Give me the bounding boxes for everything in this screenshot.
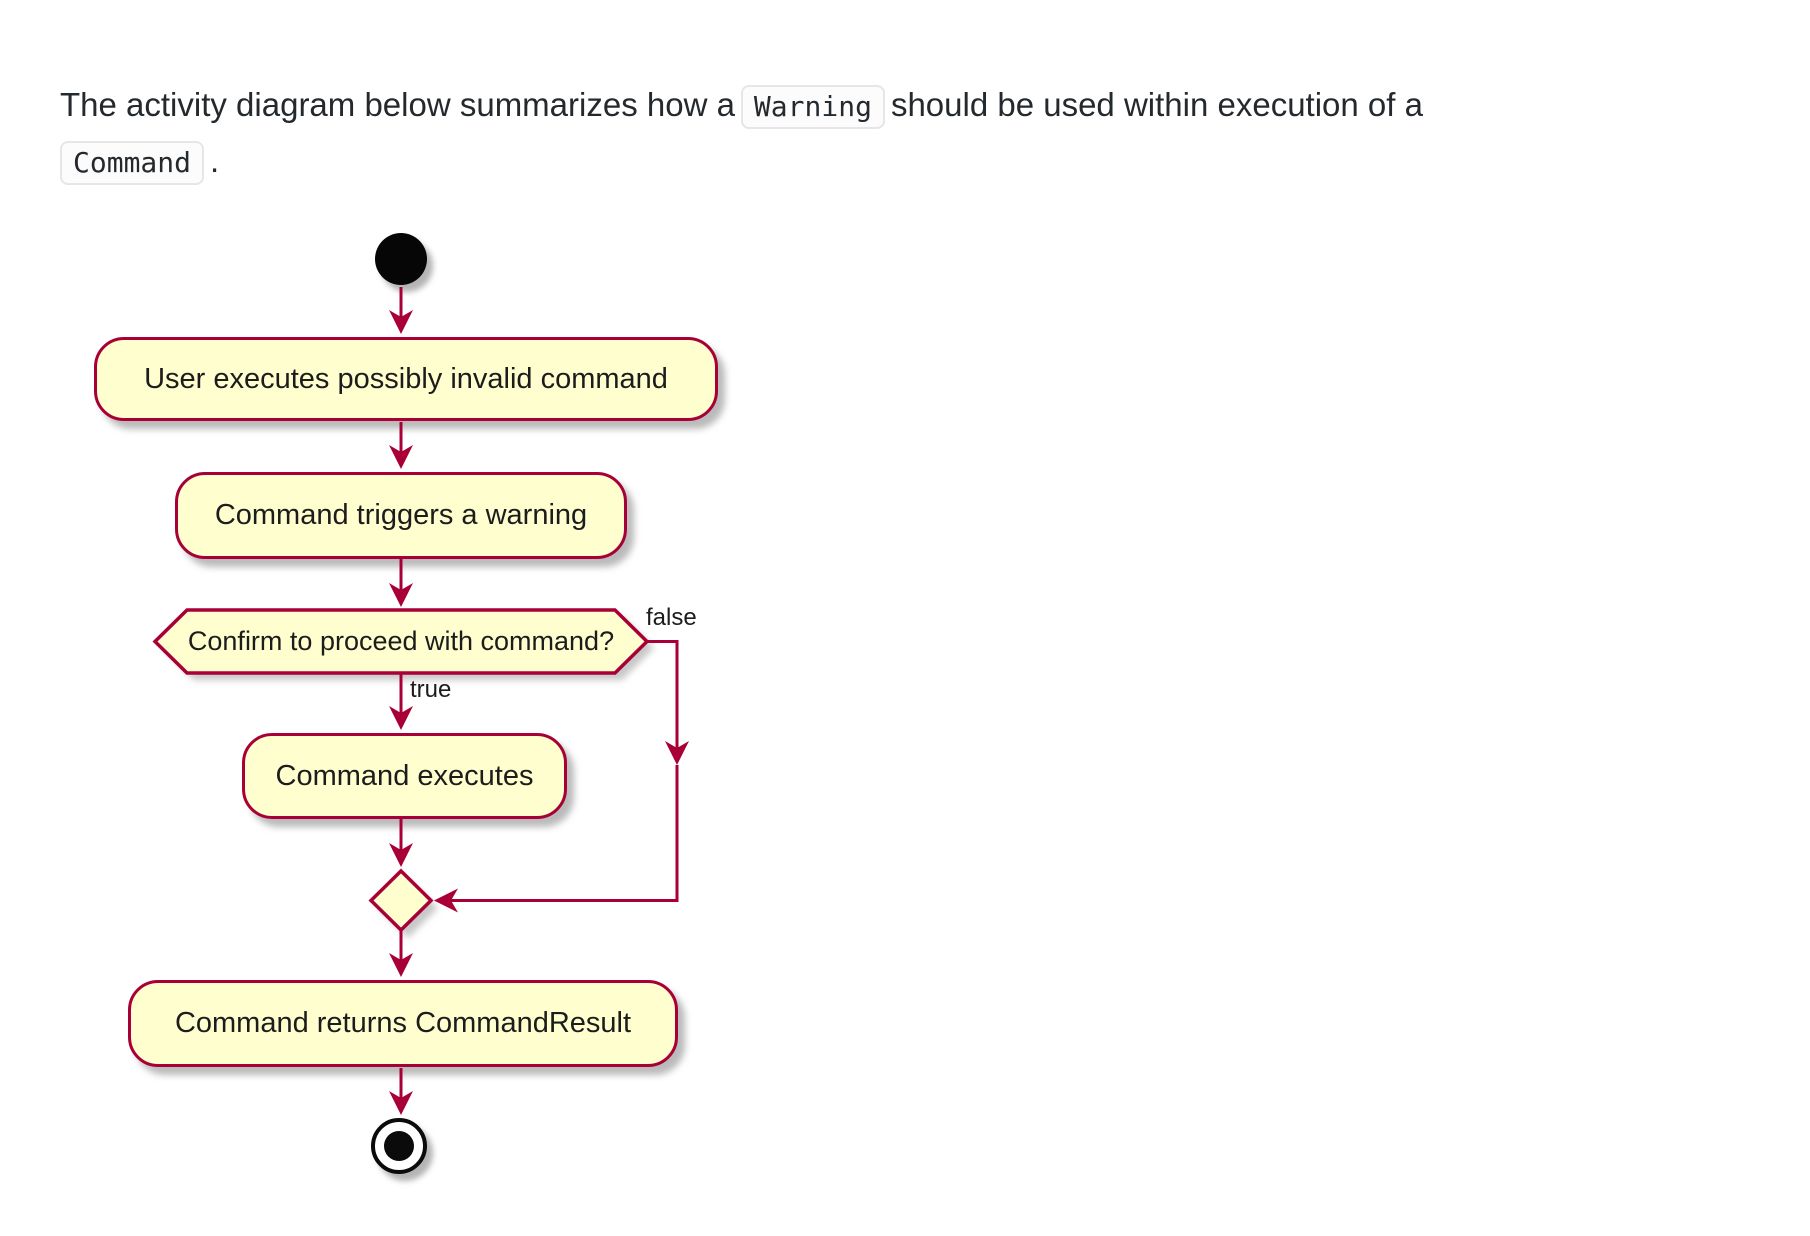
- activity-command-returns-result: Command returns CommandResult: [128, 980, 678, 1067]
- end-node-dot: [384, 1131, 414, 1161]
- edge-decision-false-down: [647, 640, 689, 765]
- branch-label-true: true: [410, 676, 452, 703]
- activity-label: Command returns CommandResult: [174, 1007, 632, 1039]
- activity-command-triggers-warning: Command triggers a warning: [175, 472, 627, 559]
- activity-command-executes: Command executes: [242, 733, 567, 819]
- intro-text-3: .: [210, 142, 220, 179]
- intro-paragraph: The activity diagram below summarizes ho…: [60, 77, 1530, 189]
- end-node: [371, 1118, 427, 1174]
- activity-label: User executes possibly invalid command: [144, 362, 668, 395]
- start-node: [375, 233, 427, 285]
- inline-code-warning: Warning: [740, 85, 885, 129]
- merge-diamond: [368, 868, 434, 933]
- inline-code-command: Command: [60, 141, 205, 185]
- intro-text-2: should be used within execution of a: [890, 86, 1423, 123]
- activity-user-executes: User executes possibly invalid command: [94, 337, 718, 421]
- merge-shadow: [378, 879, 438, 938]
- activity-label: Command executes: [275, 759, 534, 792]
- activity-label: Command triggers a warning: [214, 499, 588, 531]
- intro-text-1: The activity diagram below summarizes ho…: [60, 86, 735, 123]
- decision-question: Confirm to proceed with command?: [187, 626, 615, 656]
- branch-label-false: false: [646, 604, 697, 631]
